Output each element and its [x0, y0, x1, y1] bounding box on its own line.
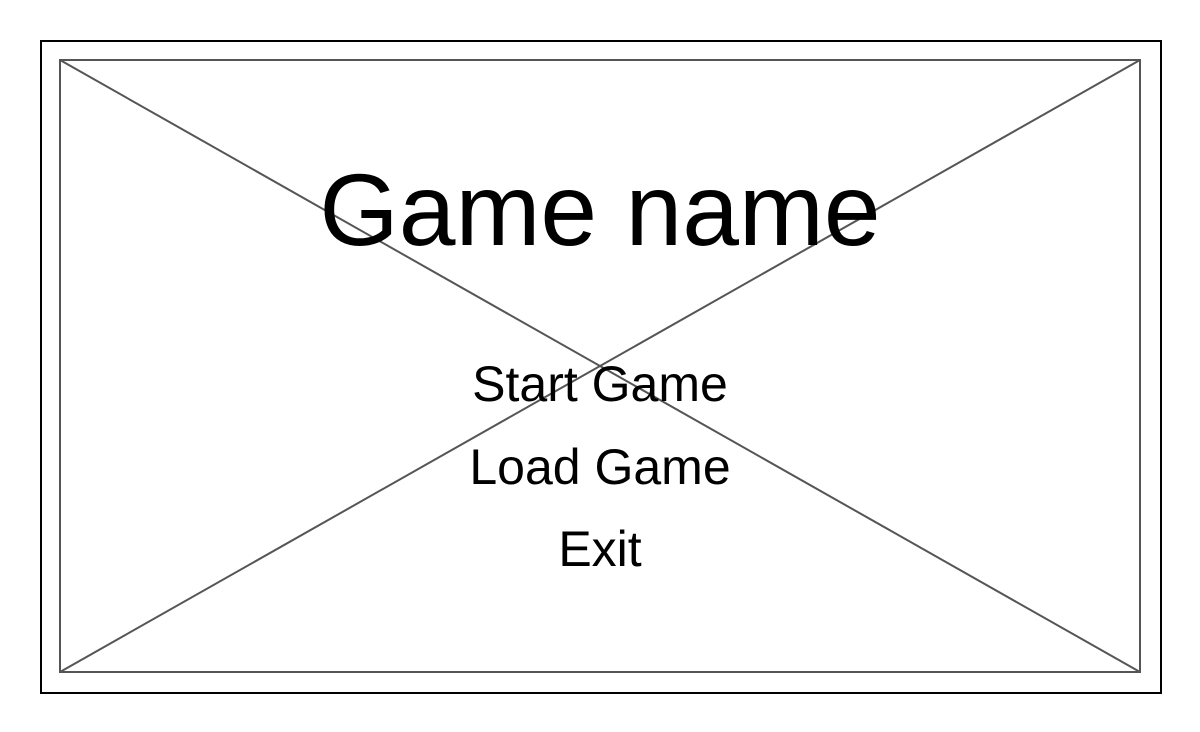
- image-placeholder-icon: [59, 59, 1141, 673]
- exit-label: Exit: [558, 521, 642, 577]
- start-game-label: Start Game: [472, 356, 728, 412]
- start-game-button[interactable]: Start Game: [0, 354, 1200, 414]
- load-game-label: Load Game: [469, 439, 731, 495]
- load-game-button[interactable]: Load Game: [0, 437, 1200, 497]
- screen-frame: [40, 40, 1162, 694]
- game-title: Game name: [319, 153, 881, 267]
- exit-button[interactable]: Exit: [0, 519, 1200, 579]
- background-image-placeholder: [59, 59, 1141, 673]
